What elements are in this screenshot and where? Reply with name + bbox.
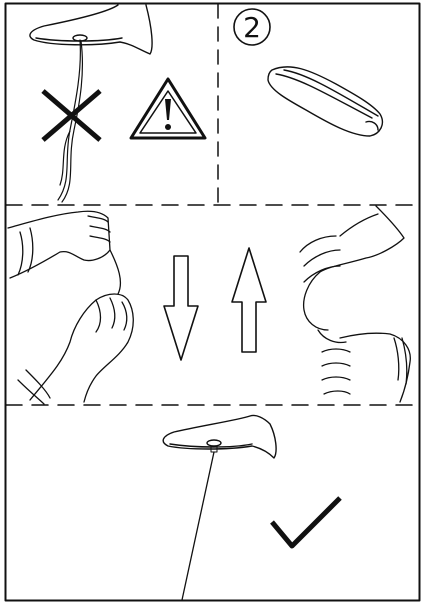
down-arrow-icon [164, 256, 198, 360]
cable-packaging-icon [268, 67, 382, 136]
check-mark-icon [272, 498, 340, 546]
straight-cable [182, 452, 214, 600]
right-gloved-hand-lower [318, 330, 410, 402]
panel-dividers [6, 4, 419, 405]
left-gloved-hand-lower [18, 294, 133, 404]
diagram-frame [6, 4, 420, 601]
step-number: 2 [232, 9, 272, 45]
lamp-shade-top [30, 5, 152, 54]
up-arrow-icon [232, 248, 266, 352]
warning-triangle-icon [131, 79, 205, 138]
lamp-shade-bottom [163, 415, 276, 458]
x-mark-icon [43, 91, 100, 140]
left-gloved-hand-upper [8, 211, 120, 294]
right-gloved-hand-upper [300, 206, 404, 330]
